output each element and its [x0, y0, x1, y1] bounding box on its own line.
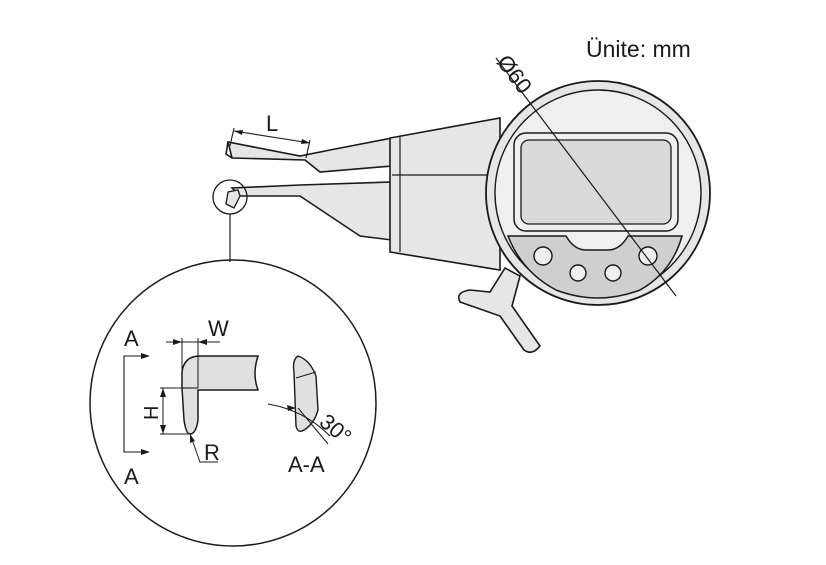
angle-ref-line	[297, 407, 329, 445]
display-screen	[520, 139, 672, 225]
diameter-label: Ø60	[492, 50, 537, 98]
section-view-label: A-A	[288, 452, 325, 477]
l-label: L	[266, 111, 278, 136]
mode-button[interactable]	[533, 246, 553, 266]
section-view-shape	[292, 355, 319, 433]
lower-jaw-tip	[225, 189, 241, 209]
angle-arrow	[287, 405, 296, 411]
unit-label: Ünite: mm	[586, 36, 691, 62]
section-view-inner-line	[295, 371, 317, 379]
w-dim-arrow-left	[173, 339, 182, 345]
l-dim-ext-left	[229, 127, 235, 147]
detail-jaw-tip	[181, 355, 260, 435]
section-arrow-bottom	[141, 449, 150, 455]
section-line	[123, 355, 144, 453]
h-dim-arrow-bottom	[160, 425, 166, 434]
section-arrow-top	[141, 353, 150, 359]
w-dim-arrow-right	[198, 339, 207, 345]
gauge-body	[389, 117, 501, 271]
l-dim-arrow-right	[301, 139, 310, 144]
angle-label: 30°	[315, 409, 357, 450]
r-leader-arrow	[190, 434, 195, 443]
lower-jaw-arm	[230, 181, 393, 241]
section-mark-top: A	[124, 326, 139, 351]
h-label: H	[141, 406, 163, 420]
zero-button[interactable]	[569, 264, 587, 282]
w-label: W	[208, 316, 229, 341]
l-dim-arrow-left	[234, 130, 243, 135]
section-mark-bottom: A	[124, 464, 139, 489]
r-leader-line	[189, 433, 218, 463]
thumb-lever	[457, 266, 541, 354]
power-button[interactable]	[638, 246, 658, 266]
h-dim-arrow-top	[160, 388, 166, 397]
upper-jaw-arm	[226, 137, 393, 173]
diameter-dimension-line	[495, 57, 677, 297]
l-dim-line	[233, 130, 311, 144]
angle-arc	[267, 403, 331, 437]
upper-jaw-tip	[225, 141, 233, 159]
hold-button[interactable]	[604, 264, 622, 282]
detail-callout-large	[89, 259, 377, 547]
r-label: R	[204, 440, 220, 465]
